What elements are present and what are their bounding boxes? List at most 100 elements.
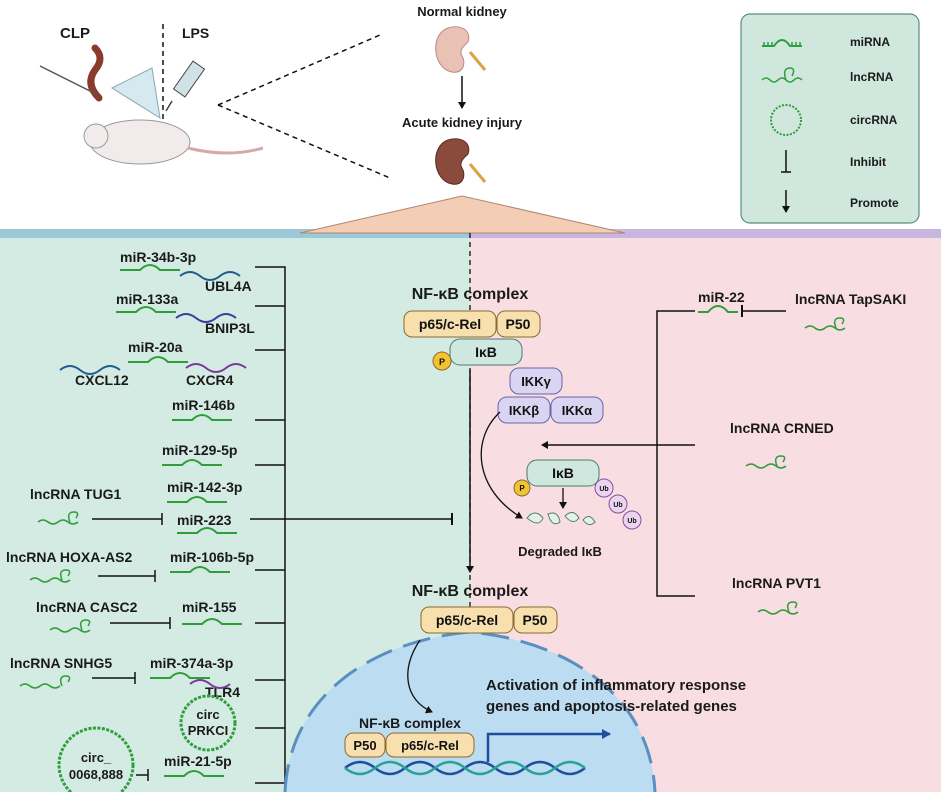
nfkb-complex-title-1: NF-κB complex: [412, 286, 529, 303]
cxcl12-label: CXCL12: [75, 372, 129, 388]
circ-prkci-label-2: PRKCI: [188, 723, 228, 738]
p65-box-2: [420, 606, 514, 634]
ikkg-box: [509, 367, 563, 395]
left-bracket: [255, 266, 286, 784]
phospho-badge-2: [513, 479, 531, 497]
mir374a-label: miR-374a-3p: [150, 655, 233, 671]
nfkb-complex-title-3: NF-κB complex: [359, 715, 461, 731]
mir155-label: miR-155: [182, 599, 237, 615]
legend-inhibit-label: Inhibit: [850, 155, 886, 169]
legend-promote-label: Promote: [850, 196, 899, 210]
tug1-label: lncRNA TUG1: [30, 486, 121, 502]
mirna-legend-icon: [762, 39, 802, 47]
translocation-arrow: [407, 639, 433, 714]
tapsaki-label: lncRNA TapSAKI: [795, 291, 906, 307]
casc2-label: lncRNA CASC2: [36, 599, 138, 615]
degraded-ikb-icon: [526, 512, 596, 526]
dna-helix: [344, 760, 586, 776]
ikkb-label: IKKβ: [509, 403, 539, 418]
circrna-legend-icon: [770, 104, 802, 136]
clp-needle-icon: [39, 65, 99, 96]
ubiquitin-chain: [594, 478, 642, 530]
hoxa-label: lncRNA HOXA-AS2: [6, 549, 132, 565]
mir22-label: miR-22: [698, 289, 745, 305]
p50-box-2: [513, 606, 558, 634]
nucleus-membrane: [283, 630, 657, 792]
membrane-strip-right: [470, 229, 941, 238]
degraded-ikb-label: Degraded IκB: [518, 544, 602, 559]
right-bracket: [656, 310, 695, 597]
legend-mirna-label: miRNA: [850, 35, 890, 49]
ubl4a-label: UBL4A: [205, 278, 252, 294]
bnip3l-label: BNIP3L: [205, 320, 255, 336]
ikkg-label: IKKγ: [521, 374, 551, 389]
circ-0068888-ring: [57, 726, 135, 792]
p65-label-3: p65/c-Rel: [401, 738, 459, 753]
pvt1-icon: [757, 601, 799, 615]
zoom-line-bottom: [217, 104, 391, 179]
mir133a-label: miR-133a: [116, 291, 178, 307]
p50-box-1: [496, 310, 541, 338]
transcription-arrow: [486, 729, 611, 762]
mir21-label: miR-21-5p: [164, 753, 232, 769]
nfkb-complex-title-2: NF-κB complex: [412, 583, 529, 600]
aki-label: Acute kidney injury: [402, 115, 523, 130]
p50-label-1: P50: [506, 316, 531, 332]
scalpel-icon: [110, 67, 161, 120]
mir20a-label: miR-20a: [128, 339, 183, 355]
p65-box-3: [385, 732, 475, 758]
left-bracket-ticks: [255, 305, 285, 729]
injured-kidney-icon: [435, 138, 487, 185]
lncrna-legend-icon: [761, 67, 803, 83]
ikb-label-2: IκB: [552, 465, 574, 481]
phospho-label-1: P: [439, 357, 445, 367]
circ-prkci-ring: [179, 694, 237, 752]
p65-label-1: p65/c-Rel: [419, 316, 481, 332]
crned-label: lncRNA CRNED: [730, 420, 834, 436]
inhibit-legend-icon: [781, 150, 791, 173]
tlr4-label: TLR4: [205, 684, 240, 700]
activation-line-1: Activation of inflammatory response: [486, 677, 746, 694]
p50-label-3: P50: [353, 738, 376, 753]
ub-label-2: Ub: [613, 502, 622, 509]
ikb-label-1: IκB: [475, 344, 497, 360]
injury-triangle: [299, 195, 626, 234]
circ-prkci-label-1: circ: [196, 707, 219, 722]
ub-label-1: Ub: [599, 486, 608, 493]
membrane-strip-left: [0, 229, 470, 238]
mir142-label: miR-142-3p: [167, 479, 242, 495]
lps-label: LPS: [182, 25, 209, 41]
mir34b-label: miR-34b-3p: [120, 249, 196, 265]
p65-box-1: [403, 310, 497, 338]
crned-icon: [745, 455, 787, 469]
ikka-box: [550, 396, 604, 424]
mir129-label: miR-129-5p: [162, 442, 237, 458]
snhg5-label: lncRNA SNHG5: [10, 655, 112, 671]
ikk-to-degradation-arrow: [480, 411, 523, 519]
normal-kidney-label: Normal kidney: [417, 4, 507, 19]
p50-label-2: P50: [523, 612, 548, 628]
phospho-label-2: P: [519, 484, 525, 493]
mouse-icon: [83, 119, 264, 165]
activation-line-2: genes and apoptosis-related genes: [486, 698, 737, 715]
ikb-box-2: [526, 459, 600, 487]
normal-kidney-icon: [435, 26, 487, 73]
legend-lncrna-label: lncRNA: [850, 70, 894, 84]
cxcr4-label: CXCR4: [186, 372, 234, 388]
p65-label-2: p65/c-Rel: [436, 612, 498, 628]
inhibit-bars-left: [92, 513, 171, 781]
syringe-icon: [165, 60, 206, 112]
mir146b-label: miR-146b: [172, 397, 235, 413]
ikkb-box: [497, 396, 551, 424]
tapsaki-icon: [804, 317, 846, 331]
pvt1-label: lncRNA PVT1: [732, 575, 821, 591]
phospho-badge-1: [432, 351, 452, 371]
ikka-label: IKKα: [562, 403, 592, 418]
p50-box-3: [344, 732, 386, 758]
ub-label-3: Ub: [627, 518, 636, 525]
mir223-label: miR-223: [177, 512, 232, 528]
mir106b-label: miR-106b-5p: [170, 549, 254, 565]
circ-0068888-label-1: circ_: [81, 750, 112, 765]
